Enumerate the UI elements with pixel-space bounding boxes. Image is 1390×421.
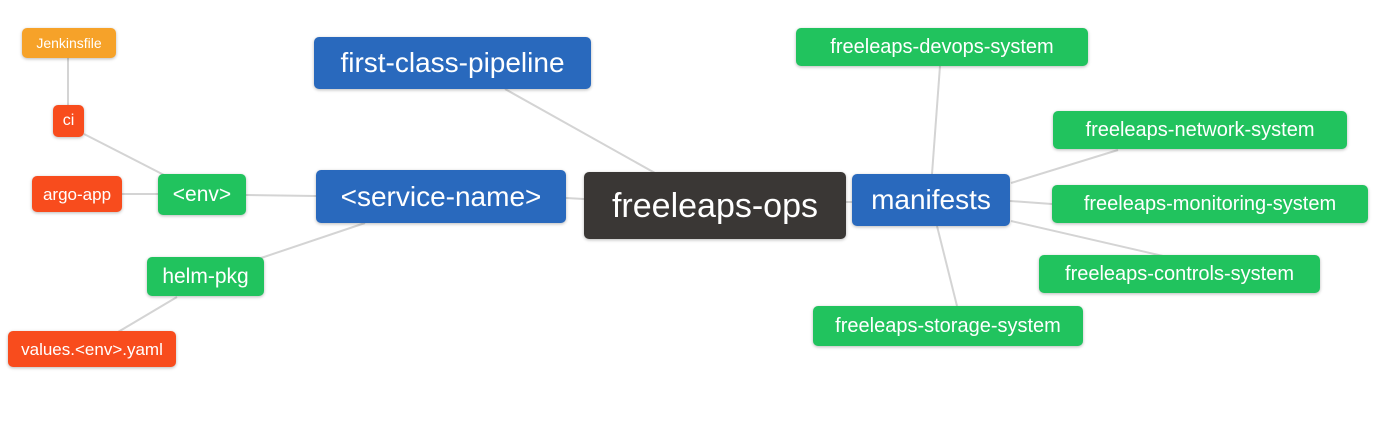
node-label: helm-pkg xyxy=(162,265,249,288)
node-label: first-class-pipeline xyxy=(340,47,565,78)
edge-values-env-yaml-to-helm-pkg xyxy=(117,296,178,333)
node-freeleaps-monitoring-system[interactable]: freeleaps-monitoring-system xyxy=(1052,185,1368,223)
edge-first-class-pipeline-to-freeleaps-ops xyxy=(504,88,656,174)
edge-manifests-to-freeleaps-network-system xyxy=(1010,149,1119,184)
node-label: ci xyxy=(62,112,75,129)
edge-env-to-service-name xyxy=(245,194,317,197)
node-freeleaps-devops-system[interactable]: freeleaps-devops-system xyxy=(796,28,1088,66)
edge-manifests-to-freeleaps-storage-system xyxy=(936,225,958,307)
edge-helm-pkg-to-service-name xyxy=(260,222,366,259)
node-first-class-pipeline[interactable]: first-class-pipeline xyxy=(314,37,591,89)
edge-freeleaps-devops-system-to-manifests xyxy=(931,65,941,175)
node-freeleaps-controls-system[interactable]: freeleaps-controls-system xyxy=(1039,255,1320,293)
node-freeleaps-network-system[interactable]: freeleaps-network-system xyxy=(1053,111,1347,149)
node-values-env-yaml[interactable]: values.<env>.yaml xyxy=(8,331,176,367)
node-label: freeleaps-monitoring-system xyxy=(1083,193,1337,215)
node-label: freeleaps-devops-system xyxy=(830,36,1054,58)
edge-manifests-to-freeleaps-controls-system xyxy=(1010,220,1164,257)
node-helm-pkg[interactable]: helm-pkg xyxy=(147,257,264,296)
node-env[interactable]: <env> xyxy=(158,174,246,215)
node-label: values.<env>.yaml xyxy=(21,339,163,359)
edge-ci-to-env xyxy=(83,133,167,177)
node-service-name[interactable]: <service-name> xyxy=(316,170,566,223)
node-label: <env> xyxy=(172,183,232,206)
node-ci[interactable]: ci xyxy=(53,105,84,137)
node-label: manifests xyxy=(871,184,991,215)
node-label: Jenkinsfile xyxy=(36,35,102,51)
node-label: freeleaps-network-system xyxy=(1085,119,1315,141)
node-label: <service-name> xyxy=(340,180,542,212)
node-argo-app[interactable]: argo-app xyxy=(32,176,122,212)
edge-manifests-to-freeleaps-monitoring-system xyxy=(1009,200,1053,205)
node-label: freeleaps-ops xyxy=(611,186,818,225)
node-label: argo-app xyxy=(42,184,112,204)
node-label: freeleaps-controls-system xyxy=(1065,263,1294,285)
edge-service-name-to-freeleaps-ops xyxy=(565,197,585,200)
node-label: freeleaps-storage-system xyxy=(835,315,1061,337)
node-jenkinsfile[interactable]: Jenkinsfile xyxy=(22,28,116,58)
node-freeleaps-storage-system[interactable]: freeleaps-storage-system xyxy=(813,306,1083,346)
node-freeleaps-ops[interactable]: freeleaps-ops xyxy=(584,172,846,239)
node-manifests[interactable]: manifests xyxy=(852,174,1010,226)
